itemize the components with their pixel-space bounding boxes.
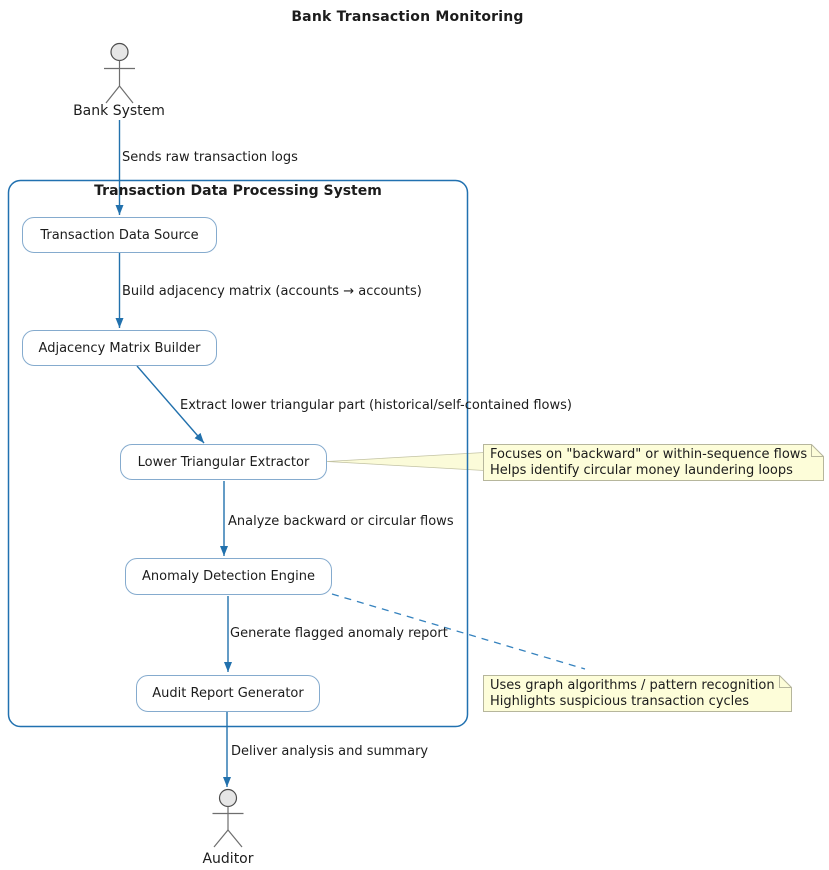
edge-label-build-matrix: Build adjacency matrix (accounts → accou…: [122, 284, 422, 299]
actor-label-auditor: Auditor: [202, 851, 254, 867]
note-line: Uses graph algorithms / pattern recognit…: [490, 678, 775, 693]
auditor-actor-icon: [212, 788, 244, 848]
node-audit-report-generator: Audit Report Generator: [136, 675, 320, 712]
edge-label-generate: Generate flagged anomaly report: [230, 626, 448, 641]
bank-system-actor-icon: [104, 42, 135, 104]
node-anomaly-detection-engine: Anomaly Detection Engine: [125, 558, 332, 595]
note-fold-icon: [811, 444, 824, 457]
node-label: Adjacency Matrix Builder: [38, 340, 201, 356]
note-anomaly: Uses graph algorithms / pattern recognit…: [490, 678, 775, 710]
edge-label-analyze: Analyze backward or circular flows: [228, 514, 454, 529]
node-label: Transaction Data Source: [40, 227, 199, 243]
node-lower-triangular-extractor: Lower Triangular Extractor: [120, 444, 327, 480]
page-title: Bank Transaction Monitoring: [291, 9, 524, 25]
node-label: Audit Report Generator: [152, 686, 304, 701]
note-fold-icon: [779, 675, 792, 688]
note-line: Focuses on "backward" or within-sequence…: [490, 447, 808, 462]
node-transaction-data-source: Transaction Data Source: [22, 217, 217, 253]
frame-title: Transaction Data Processing System: [94, 183, 382, 199]
edge-label-deliver: Deliver analysis and summary: [231, 744, 429, 759]
node-label: Anomaly Detection Engine: [142, 569, 315, 584]
edge-label-extract: Extract lower triangular part (historica…: [180, 398, 572, 413]
actor-label-bank-system: Bank System: [73, 103, 165, 119]
note-extractor: Focuses on "backward" or within-sequence…: [490, 447, 807, 479]
note-line: Helps identify circular money laundering…: [490, 463, 793, 478]
note-connector: [326, 452, 485, 471]
edge-label-send-logs: Sends raw transaction logs: [122, 150, 298, 165]
node-adjacency-matrix-builder: Adjacency Matrix Builder: [22, 330, 217, 366]
node-label: Lower Triangular Extractor: [137, 454, 310, 470]
note-line: Highlights suspicious transaction cycles: [490, 694, 750, 709]
